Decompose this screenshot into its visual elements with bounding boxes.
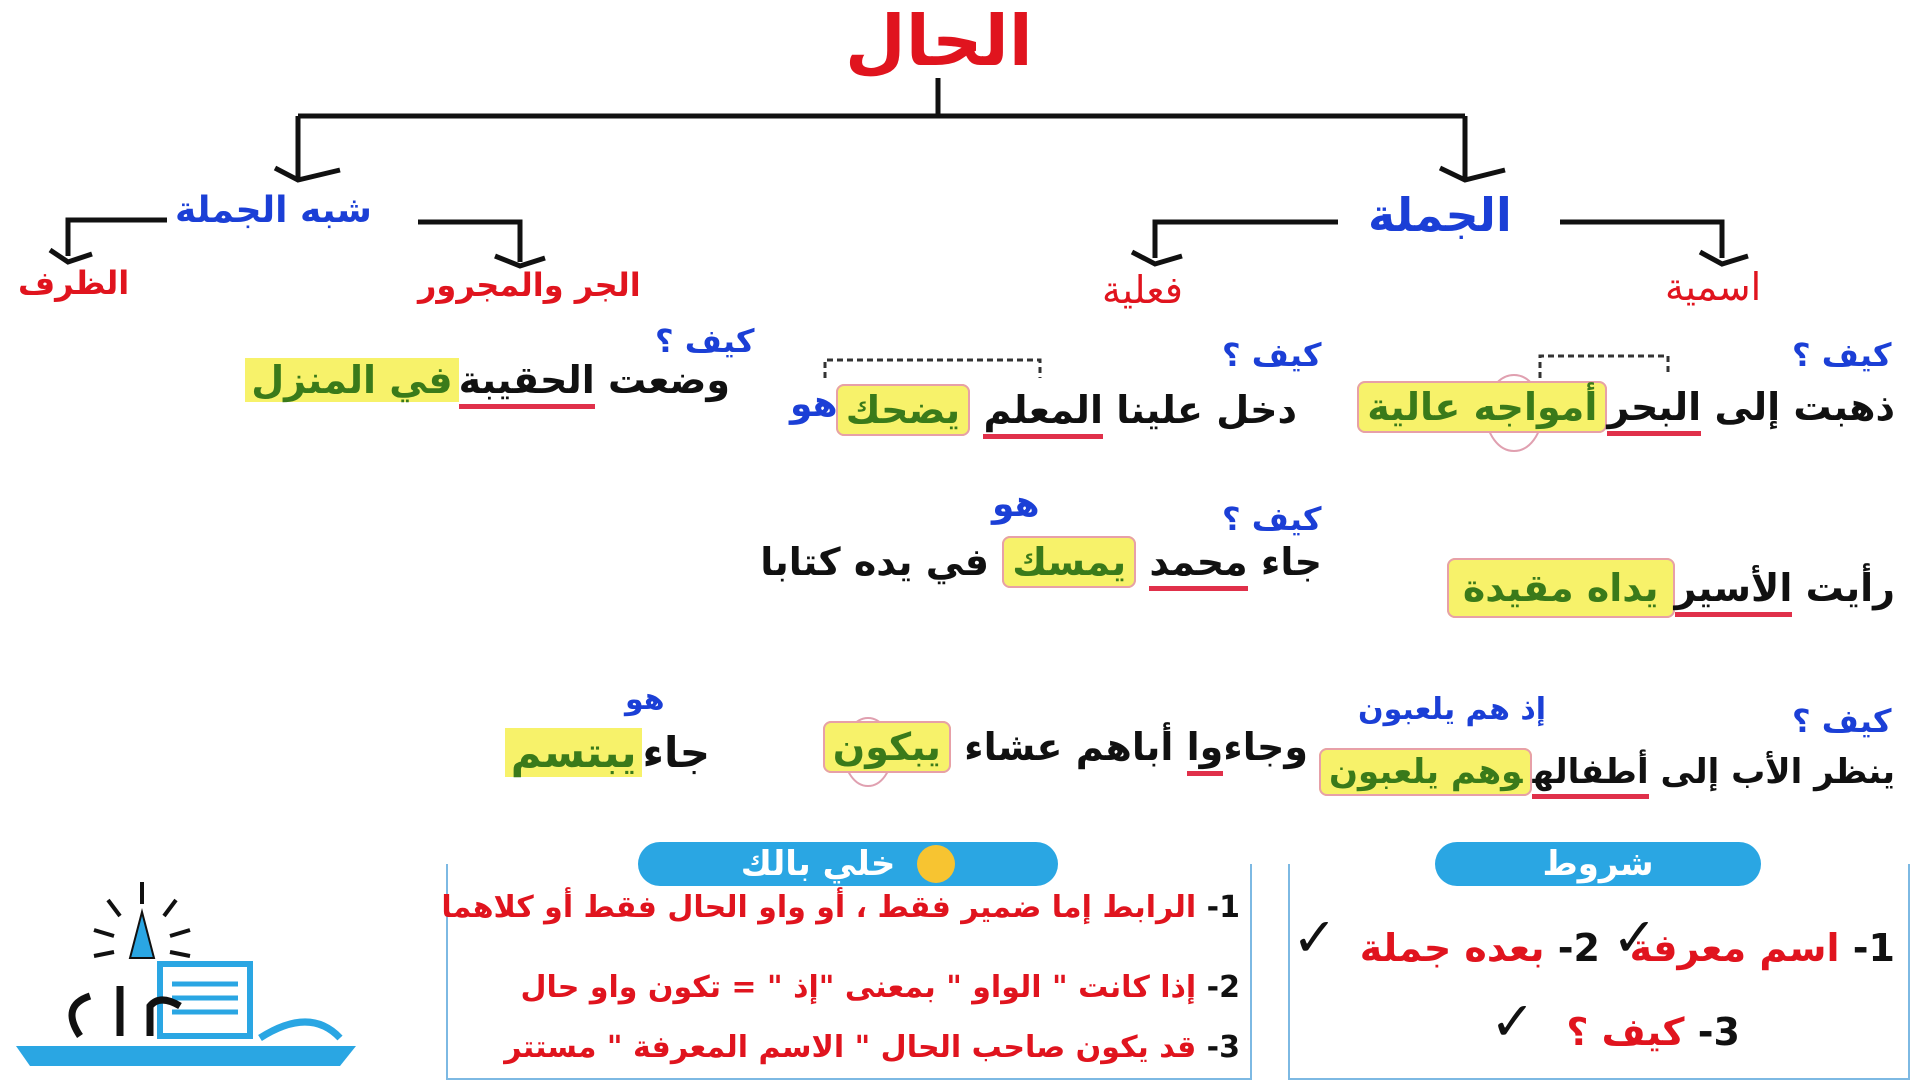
check-icon: ✓: [1490, 990, 1536, 1053]
condition-number: 2-: [1557, 926, 1600, 970]
hal-highlight: وهم يلعبون: [1319, 748, 1533, 796]
diagram-title: الحال: [845, 0, 1033, 82]
kayf-label: كيف ؟: [1792, 336, 1892, 374]
idh-note: إذ هم يلعبون: [1358, 692, 1546, 727]
note-number: 2-: [1206, 970, 1240, 1005]
sentence-text: جاء: [1260, 540, 1322, 584]
hal-highlight: يبكون: [822, 721, 951, 773]
check-icon: ✓: [1612, 906, 1658, 969]
note-3: 3- قد يكون صاحب الحال " الاسم المعرفة " …: [504, 1030, 1240, 1065]
ismiya-example-1: ذهبت إلى البحرأمواجه عالية: [1357, 381, 1895, 436]
huwa-pronoun: هو: [625, 682, 665, 717]
kayf-label: كيف ؟: [655, 322, 755, 360]
notes-panel: [446, 864, 1252, 1080]
notes-title-text: خلي بالك: [740, 844, 896, 884]
sentence-text: ينظر الأب إلى: [1660, 752, 1895, 792]
note-2: 2- إذا كانت " الواو " بمعنى "إذ " = تكون…: [520, 970, 1240, 1005]
condition-3: 3- كيف ؟: [1566, 1010, 1740, 1054]
ismiya-example-2: رأيت الأسيريداه مقيدة: [1446, 558, 1895, 618]
sahib-hal: الحقيبة: [458, 358, 595, 409]
sahib-hal: أطفاله: [1532, 752, 1649, 799]
note-number: 3-: [1206, 1030, 1240, 1065]
jar-example-1: وضعت الحقيبةفي المنزل: [245, 358, 730, 409]
zarf-example-1: جاءيبتسم: [504, 728, 710, 777]
kayf-label: كيف ؟: [1792, 702, 1892, 740]
conditions-panel: [1288, 864, 1910, 1080]
sentence-text: في يده كتابا: [760, 540, 990, 584]
hal-highlight: أمواجه عالية: [1357, 381, 1608, 433]
huwa-pronoun: هو: [790, 384, 838, 425]
sentence-text: دخل علينا: [1116, 388, 1297, 432]
kayf-label: كيف ؟: [1222, 336, 1322, 374]
condition-number: 3-: [1697, 1010, 1740, 1054]
condition-text: بعده جملة: [1359, 926, 1545, 970]
sahib-hal: الأسير: [1674, 566, 1793, 617]
filiya-example-3: وجاءوا أباهم عشاء يبكون: [822, 721, 1308, 776]
sentence-text: رأيت: [1805, 566, 1895, 610]
sentence-text: وجاء: [1223, 725, 1308, 769]
jumla-heading: الجملة: [1368, 188, 1512, 242]
sentence-text: وضعت: [607, 358, 730, 402]
jar-majrur-heading: الجر والمجرور: [418, 266, 641, 304]
note-text: قد يكون صاحب الحال " الاسم المعرفة " مست…: [504, 1030, 1197, 1065]
note-1: 1- الرابط إما ضمير فقط ، أو واو الحال فق…: [441, 890, 1240, 925]
filiya-example-1: دخل علينا المعلم يضحك: [835, 384, 1297, 439]
sentence-text: ذهبت إلى: [1714, 385, 1895, 429]
smiley-icon: [917, 844, 956, 883]
shibh-jumla-heading: شبه الجملة: [175, 190, 372, 231]
hal-highlight: يمسك: [1002, 536, 1137, 588]
condition-text: اسم معرفة: [1629, 926, 1840, 970]
note-number: 1-: [1206, 890, 1240, 925]
zarf-heading: الظرف: [18, 264, 130, 302]
hal-highlight: في المنزل: [245, 358, 459, 402]
note-text: الرابط إما ضمير فقط ، أو واو الحال فقط أ…: [441, 890, 1197, 925]
channel-logo: [16, 882, 356, 1066]
hal-highlight: يضحك: [835, 384, 971, 436]
ismiya-example-3: ينظر الأب إلى أطفالهوهم يلعبون: [1319, 748, 1895, 799]
filiya-example-2: جاء محمد يمسك في يده كتابا: [760, 536, 1322, 591]
condition-1: 1- اسم معرفة: [1630, 926, 1895, 970]
huwa-pronoun: هو: [992, 484, 1040, 525]
condition-text: كيف ؟: [1566, 1010, 1685, 1054]
ismiya-heading: اسمية: [1665, 265, 1762, 309]
condition-2: 2- بعده جملة: [1360, 926, 1600, 970]
hal-highlight: يداه مقيدة: [1446, 558, 1675, 618]
hal-highlight: يبتسم: [504, 728, 643, 777]
kayf-label: كيف ؟: [1222, 500, 1322, 538]
check-icon: ✓: [1292, 906, 1338, 969]
sahib-hal: المعلم: [983, 388, 1103, 439]
sentence-text: أباهم عشاء: [964, 725, 1174, 769]
notes-title: خلي بالك: [638, 842, 1058, 886]
filiya-heading: فعلية: [1102, 268, 1183, 312]
sentence-text: جاء: [642, 728, 710, 777]
conditions-title: شروط: [1435, 842, 1761, 886]
sahib-hal: وا: [1186, 725, 1224, 776]
sahib-hal: البحر: [1607, 385, 1702, 436]
condition-number: 1-: [1852, 926, 1895, 970]
sahib-hal: محمد: [1149, 540, 1248, 591]
note-text: إذا كانت " الواو " بمعنى "إذ " = تكون وا…: [520, 970, 1197, 1005]
